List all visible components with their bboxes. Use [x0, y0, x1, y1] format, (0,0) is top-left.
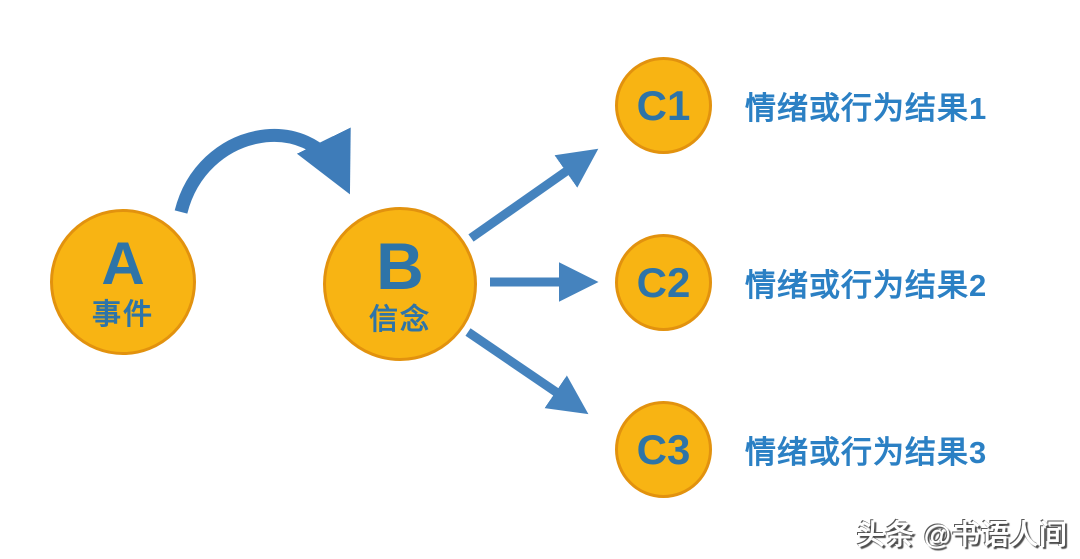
node-c1-letter: C1: [636, 81, 691, 129]
node-b-letter: B: [376, 229, 424, 303]
result-label-3: 情绪或行为结果3: [745, 435, 988, 470]
curved-arrow-a-to-b: [174, 127, 351, 214]
node-b-label: 信念: [368, 304, 431, 336]
node-c3: C3: [615, 401, 712, 498]
node-c2: C2: [615, 234, 712, 331]
node-a-event: A 事件: [50, 209, 196, 355]
node-a-letter: A: [101, 230, 145, 297]
node-c3-letter: C3: [636, 425, 691, 473]
node-b-belief: B 信念: [323, 207, 477, 361]
arrow-b-to-c1: [468, 148, 599, 242]
result-label-2: 情绪或行为结果2: [745, 268, 988, 303]
arrow-b-to-c3: [465, 328, 589, 415]
watermark: 头条 @书语人间: [856, 519, 1068, 550]
node-c2-letter: C2: [636, 258, 691, 306]
node-c1: C1: [615, 57, 712, 154]
node-a-label: 事件: [91, 299, 154, 331]
result-label-1: 情绪或行为结果1: [745, 91, 988, 126]
